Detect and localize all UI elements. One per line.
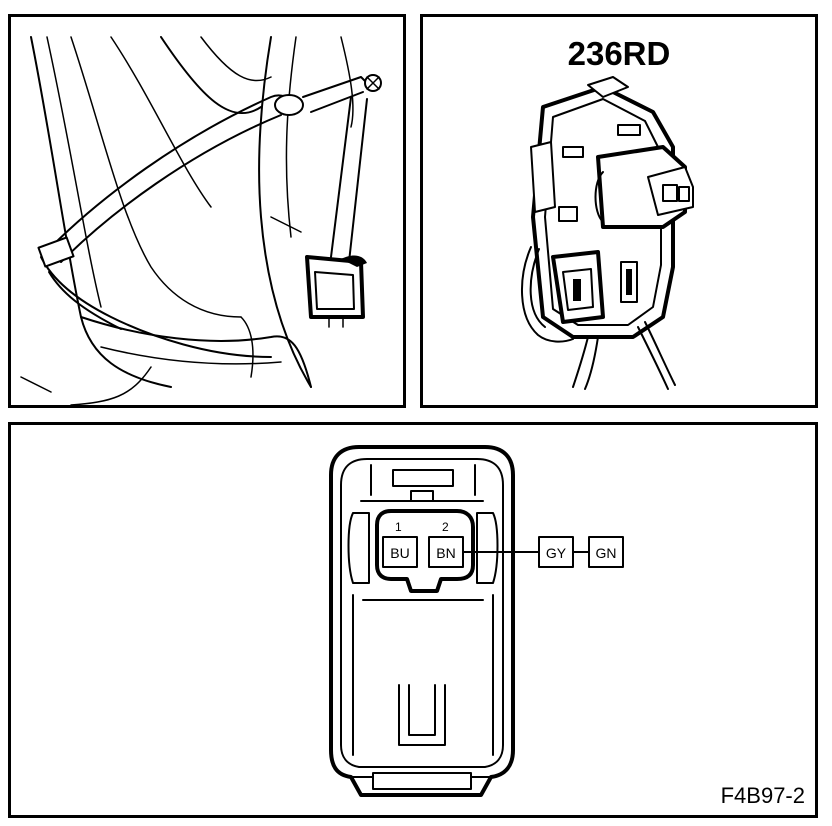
seat-belt-illustration xyxy=(20,36,382,405)
wire-color-1: GY xyxy=(546,545,567,561)
seat-belt-location-panel xyxy=(8,14,406,408)
pinout-diagram: 1 2 BU BN GY GN xyxy=(329,445,624,797)
pinout-panel: 1 2 BU BN GY GN F4B97-2 xyxy=(8,422,818,818)
figure-id: F4B97-2 xyxy=(720,783,805,808)
pin-1-terminal xyxy=(382,536,418,568)
pin-1-number: 1 xyxy=(395,520,402,534)
pin-1-color: BU xyxy=(390,545,409,561)
connector-illustration xyxy=(521,76,694,390)
pin-2-color: BN xyxy=(436,545,455,561)
connector-view-panel: 236RD xyxy=(420,14,818,408)
pin-2-terminal xyxy=(428,536,464,568)
pin-2-number: 2 xyxy=(442,520,449,534)
wire-color-2: GN xyxy=(596,545,617,561)
connector-part-number: 236RD xyxy=(567,35,671,72)
wire-color-box-2 xyxy=(588,536,624,568)
